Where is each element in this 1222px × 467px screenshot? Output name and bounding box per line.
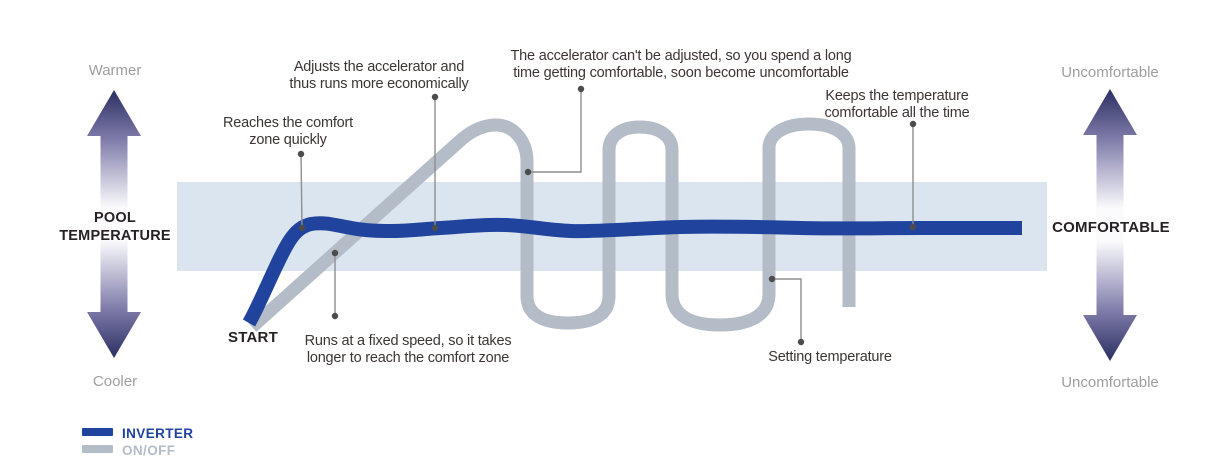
uncomfortable-bottom-label: Uncomfortable [1061,374,1159,391]
annotation-fixed-speed-line2: longer to reach the comfort zone [307,350,509,366]
legend-inverter-label: INVERTER [122,426,193,441]
annotation-setting-temperature: Setting temperature [768,349,892,365]
legend-inverter-swatch [82,428,113,436]
legend-onoff-label: ON/OFF [122,443,175,458]
annotation-adjusts-accelerator-line2: thus runs more economically [289,76,469,92]
temperature-scale-arrow-icon [87,90,141,358]
legend-onoff-swatch [82,445,113,453]
start-label: START [228,329,278,346]
annotation-reaches-comfort-line2: zone quickly [249,132,327,148]
leader-fixed-speed [331,249,339,320]
leader-reaches-comfort [297,150,306,232]
comfort-scale-arrow-icon [1083,89,1137,361]
onoff-line [247,117,856,332]
annotation-keeps-comfortable-line1: Keeps the temperature [825,88,968,104]
leader-keeps-comfortable [909,120,917,231]
pool-temperature-title-line1: POOL [94,210,136,226]
comfortable-title: COMFORTABLE [1052,219,1170,236]
uncomfortable-top-label: Uncomfortable [1061,64,1159,81]
annotation-cant-adjust-line1: The accelerator can't be adjusted, so yo… [510,48,851,64]
annotation-keeps-comfortable-line2: comfortable all the time [824,105,969,121]
annotation-fixed-speed-line1: Runs at a fixed speed, so it takes [305,333,512,349]
leader-setting-temperature [768,275,805,346]
annotation-adjusts-accelerator-line1: Adjusts the accelerator and [294,59,464,75]
leader-cant-adjust [524,85,585,176]
warmer-label: Warmer [89,62,142,79]
pool-temperature-title-line2: TEMPERATURE [59,228,171,244]
annotation-cant-adjust-line2: time getting comfortable, soon become un… [513,65,849,81]
inverter-line [242,216,1022,327]
cooler-label: Cooler [93,373,137,390]
legend: INVERTER ON/OFF [82,426,193,458]
annotation-reaches-comfort-line1: Reaches the comfort [223,115,353,131]
leader-adjusts-accelerator [431,93,439,232]
